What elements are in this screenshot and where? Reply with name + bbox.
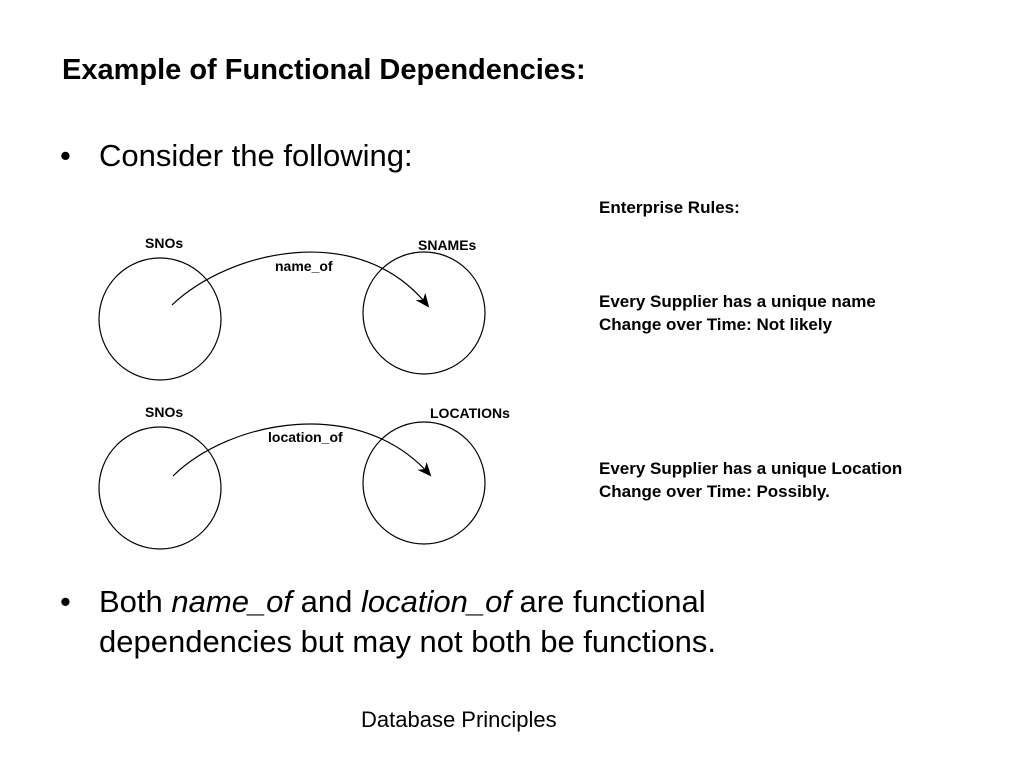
location-of-arrow xyxy=(172,423,432,477)
enterprise-rules-heading: Enterprise Rules: xyxy=(599,198,740,217)
enterprise-rule-name: Every Supplier has a unique name Change … xyxy=(599,290,876,336)
bullet-consider-text: Consider the following: xyxy=(99,138,413,173)
rule-location-line2: Change over Time: Possibly. xyxy=(599,482,830,501)
bullet-dot-2: • xyxy=(60,584,71,619)
footer-text: Database Principles xyxy=(361,707,557,732)
snames-set-circle xyxy=(362,251,486,375)
location-of-label: location_of xyxy=(268,429,343,445)
snos-label-2: SNOs xyxy=(145,404,183,420)
rule-location-line1: Every Supplier has a unique Location xyxy=(599,459,903,478)
name-of-label: name_of xyxy=(275,258,333,274)
snos-label: SNOs xyxy=(145,235,183,251)
bullet-both-part2: and xyxy=(292,584,361,619)
term-name-of: name_of xyxy=(171,584,293,619)
diagram-location-of: SNOs LOCATIONs location_of xyxy=(98,404,510,550)
rule-name-line2: Change over Time: Not likely xyxy=(599,315,833,334)
locations-label: LOCATIONs xyxy=(430,405,510,421)
rule-name-line1: Every Supplier has a unique name xyxy=(599,292,876,311)
term-location-of: location_of xyxy=(360,584,511,619)
diagram-name-of: SNOs SNAMEs name_of xyxy=(98,235,486,381)
slide-title: Example of Functional Dependencies: xyxy=(62,54,586,86)
snos-set-circle-2 xyxy=(98,426,222,550)
bullet-both-text: Both name_of and location_of are functio… xyxy=(99,582,819,662)
snos-set-circle xyxy=(98,257,222,381)
name-of-arrow xyxy=(171,251,430,308)
snames-label: SNAMEs xyxy=(418,237,477,253)
bullet-dot: • xyxy=(60,138,71,173)
bullet-both-part3: are functional dependencies but may not … xyxy=(99,584,716,659)
locations-set-circle xyxy=(362,421,486,545)
enterprise-rule-location: Every Supplier has a unique Location Cha… xyxy=(599,457,902,503)
bullet-both-part1: Both xyxy=(99,584,172,619)
